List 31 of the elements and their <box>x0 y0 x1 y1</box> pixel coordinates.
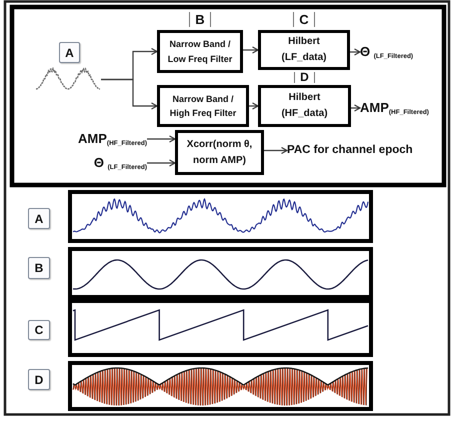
hilbert-box: Hilbert (HF_data) <box>258 85 351 127</box>
sawtooth-wave-drawing <box>68 299 373 357</box>
arrow <box>147 159 176 167</box>
sine-wave-drawing <box>68 247 373 299</box>
waveform-icon <box>35 67 101 92</box>
panel-letter-label: B <box>189 12 211 27</box>
arrow <box>351 104 361 112</box>
filter-box: Narrow Band / High Freq Filter <box>157 85 249 127</box>
filter-box: Narrow Band / Low Freq Filter <box>157 30 243 73</box>
panel-letter-tag: A <box>28 208 50 229</box>
amplitude-output-label: AMP$_{(HF_Filtered)}$ <box>360 100 429 116</box>
phase-output-label: Θ $_{(LF_Filtered)}$ <box>360 44 414 60</box>
arrow <box>243 46 259 54</box>
panel-letter-label: C <box>293 12 315 27</box>
raw-signal-drawing <box>68 190 373 243</box>
panel-letter-tag: D <box>28 369 50 390</box>
panel-letter-label: D <box>294 72 315 83</box>
arrow <box>101 78 158 110</box>
phase-input-label: Θ $_{(LF_Filtered)}$ <box>94 155 147 171</box>
arrow <box>264 146 288 154</box>
arrow <box>147 135 176 143</box>
result-label: PAC for channel epoch <box>287 142 413 159</box>
hilbert-box: Hilbert (LF_data) <box>258 30 350 70</box>
xcorr-box: Xcorr(norm θ, norm AMP) <box>175 130 264 175</box>
arrow <box>350 48 361 56</box>
panel-letter-tag: B <box>28 257 50 279</box>
amplitude-input-label: AMP$_{(HF_Filtered)}$ <box>78 131 147 147</box>
panel-letter-tag: C <box>28 320 50 340</box>
modulated-wave-drawing <box>68 361 373 411</box>
panel-letter-tag: A <box>59 42 80 63</box>
arrow <box>249 102 259 110</box>
